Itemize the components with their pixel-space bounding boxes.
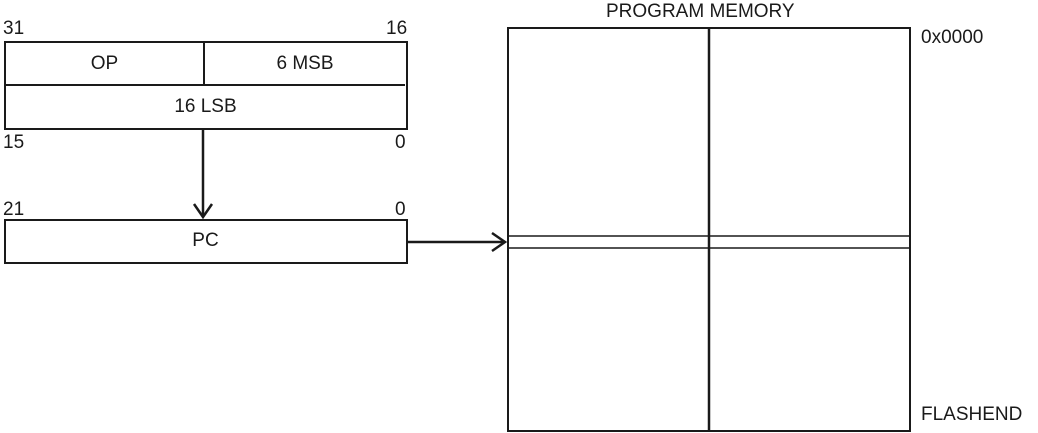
start-address-label: 0x0000 — [921, 27, 984, 48]
pc-register-box: PC — [4, 219, 408, 264]
lsb-field: 16 LSB — [174, 95, 237, 117]
pc-bit-21: 21 — [3, 199, 25, 220]
msb-field: 6 MSB — [205, 43, 405, 86]
program-memory-title: PROGRAM MEMORY — [606, 1, 795, 22]
instruction-bit-16: 16 — [386, 18, 408, 39]
instruction-to-pc-arrowhead — [192, 203, 214, 220]
instruction-bit-15: 15 — [3, 132, 25, 153]
end-address-label: FLASHEND — [921, 404, 1023, 425]
instruction-bit-31: 31 — [3, 18, 25, 39]
pc-bit-0: 0 — [395, 199, 406, 220]
pc-label: PC — [192, 230, 219, 251]
pc-to-memory-arrowhead — [491, 231, 508, 253]
instruction-bit-0: 0 — [395, 132, 406, 153]
instruction-word-box: OP 6 MSB 16 LSB — [4, 41, 408, 130]
op-field: OP — [6, 43, 205, 86]
